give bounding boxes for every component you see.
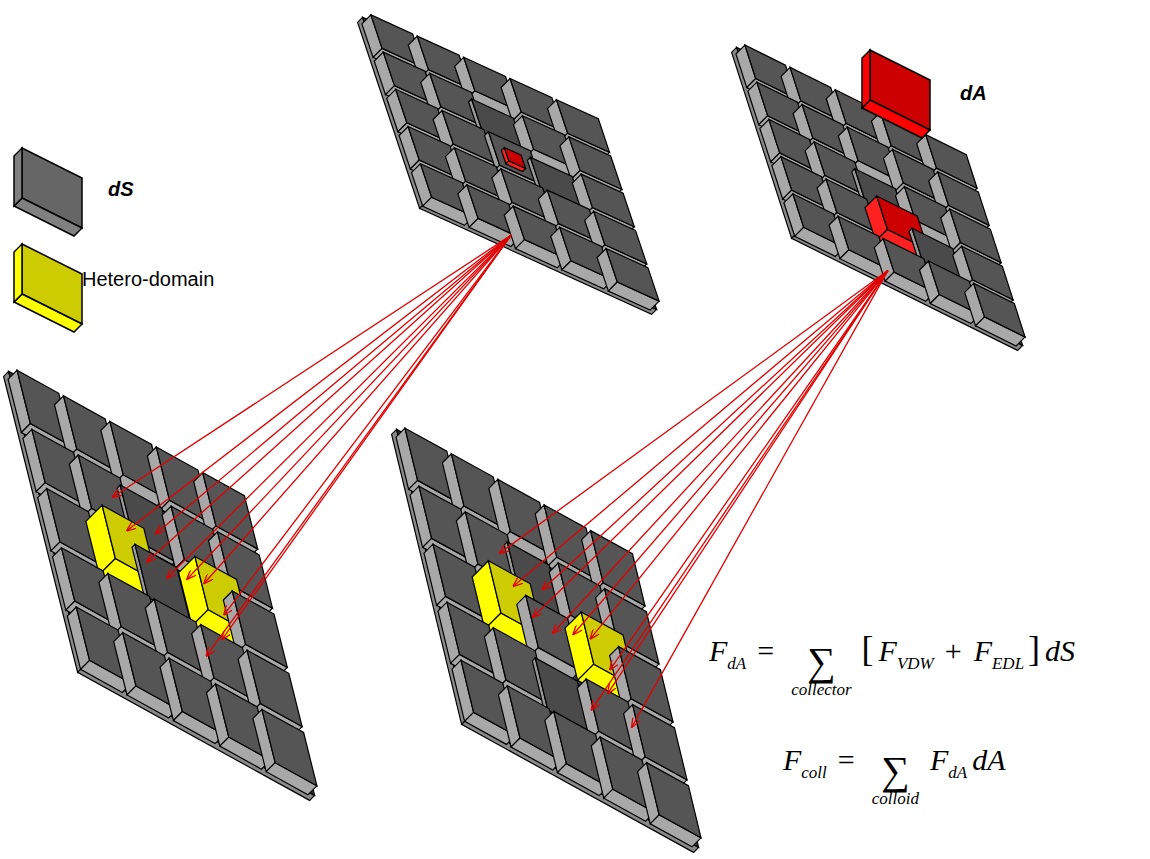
- surface-tile: [974, 283, 1025, 337]
- legend-label: dA: [960, 82, 987, 105]
- surface-tile: [647, 763, 701, 838]
- operator: =: [838, 743, 855, 777]
- interaction-arrow: [632, 271, 888, 727]
- operator: =: [757, 634, 774, 668]
- operator: +: [945, 634, 962, 668]
- surface-plate: [732, 45, 1026, 350]
- interaction-arrow: [224, 235, 511, 615]
- interaction-arrow: [167, 235, 511, 578]
- surface-plate: [392, 428, 701, 852]
- summation: ∑colloid: [872, 752, 919, 808]
- variable: F: [783, 743, 801, 777]
- equation: Fcoll=∑colloidFdAdA: [780, 738, 1006, 794]
- sum-symbol: ∑: [881, 752, 910, 790]
- swatch-side: [14, 294, 82, 332]
- interaction-arrow: [187, 235, 511, 579]
- legend-swatch: [860, 42, 950, 142]
- legend-swatch: [12, 140, 102, 240]
- colloid-element: [504, 148, 525, 169]
- variable: F: [930, 743, 948, 777]
- interaction-arrow: [610, 271, 888, 670]
- summation: ∑collector: [791, 643, 851, 699]
- bracket: ]: [1028, 628, 1040, 670]
- interaction-arrow: [573, 271, 887, 635]
- interaction-arrow: [204, 235, 511, 583]
- swatch-side: [14, 148, 22, 206]
- subscript: coll: [801, 763, 827, 783]
- interaction-arrow: [553, 271, 888, 633]
- interaction-arrow: [592, 271, 888, 710]
- sum-index: collector: [791, 681, 851, 699]
- swatch-side: [14, 198, 82, 236]
- interaction-arrow: [533, 271, 888, 617]
- legend-label: Hetero-domain: [82, 268, 214, 291]
- subscript: EDL: [992, 654, 1024, 674]
- variable: F: [879, 634, 897, 668]
- surface-tile: [262, 709, 317, 785]
- subscript: VDW: [897, 654, 934, 674]
- interaction-arrow: [543, 271, 888, 590]
- interaction-arrow: [591, 271, 888, 639]
- sum-index: colloid: [872, 790, 919, 808]
- swatch-side: [862, 50, 870, 108]
- variable: dS: [1045, 634, 1075, 668]
- variable: dA: [972, 743, 1005, 777]
- swatch-box: [14, 244, 82, 332]
- variable: F: [974, 634, 992, 668]
- surface-tile: [606, 249, 659, 302]
- swatch-side: [862, 100, 930, 138]
- swatch-box: [14, 148, 82, 236]
- legend-label: dS: [108, 178, 134, 201]
- surface-plate: [4, 370, 317, 800]
- bracket: [: [862, 628, 874, 670]
- equation: FdA=∑collector[FVDW+FEDL]dS: [706, 628, 1075, 685]
- variable: F: [709, 634, 727, 668]
- sum-symbol: ∑: [807, 643, 836, 681]
- interaction-arrow: [206, 235, 511, 656]
- surface-plate: [358, 15, 659, 315]
- subscript: dA: [727, 654, 746, 674]
- swatch-box: [862, 50, 930, 138]
- subscript: dA: [948, 763, 967, 783]
- swatch-side: [14, 244, 22, 302]
- interaction-arrow: [608, 271, 888, 694]
